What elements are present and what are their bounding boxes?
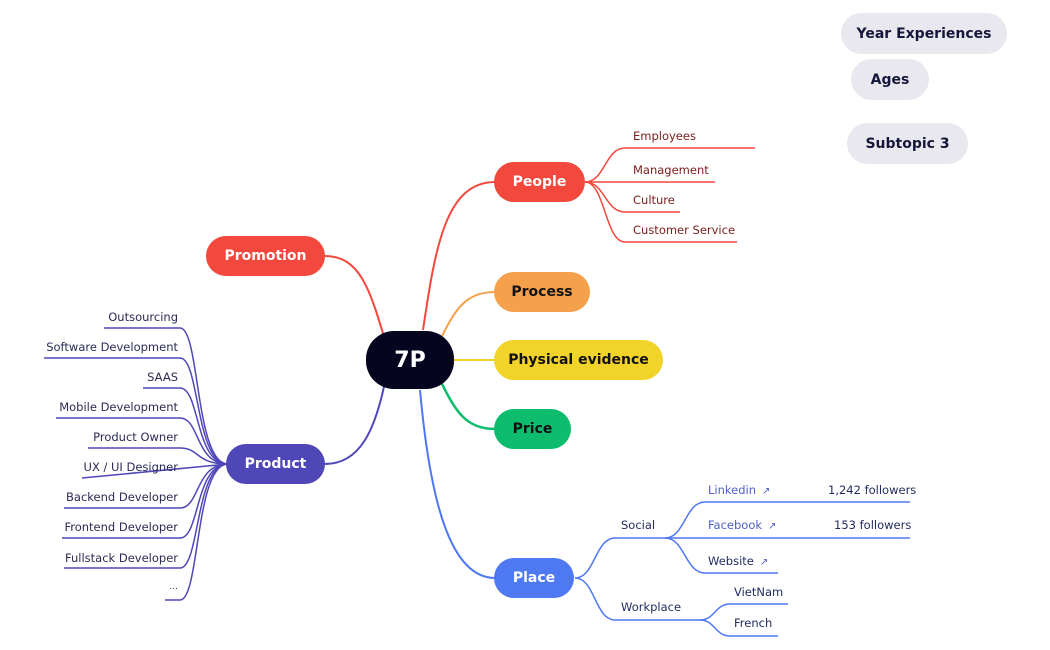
- people-item[interactable]: Employees: [633, 129, 696, 143]
- product-item[interactable]: Product Owner: [93, 430, 178, 444]
- branch-physical-label: Physical evidence: [508, 352, 649, 368]
- external-link-icon[interactable]: ↗︎: [762, 486, 771, 497]
- branch-product-label: Product: [244, 456, 307, 472]
- product-item[interactable]: SAAS: [147, 370, 178, 384]
- social-linkedin[interactable]: Linkedin ↗︎: [708, 483, 770, 497]
- linkedin-followers: 1,242 followers: [828, 483, 917, 497]
- linkedin-label: Linkedin: [708, 483, 756, 497]
- branch-place-label: Place: [512, 570, 556, 586]
- connector-people: [422, 181, 496, 331]
- workplace-vietnam[interactable]: VietNam: [734, 585, 784, 599]
- central-topic-label: 7P: [394, 347, 426, 373]
- product-item[interactable]: Backend Developer: [66, 490, 178, 504]
- connector-product: [324, 381, 386, 465]
- place-subconnectors: [574, 501, 910, 637]
- connector-place: [419, 389, 496, 579]
- branch-price-label: Price: [512, 421, 553, 437]
- external-link-icon[interactable]: ↗︎: [768, 521, 777, 532]
- floating-topic-subtopic-3[interactable]: Subtopic 3: [847, 123, 968, 164]
- central-topic[interactable]: 7P: [366, 331, 454, 389]
- branch-price[interactable]: Price: [494, 409, 571, 449]
- website-label: Website: [708, 554, 754, 568]
- branch-physical-evidence[interactable]: Physical evidence: [494, 340, 663, 380]
- branch-people-label: People: [512, 174, 567, 190]
- product-item[interactable]: Fullstack Developer: [65, 551, 178, 565]
- external-link-icon[interactable]: ↗︎: [759, 557, 769, 568]
- place-social[interactable]: Social: [621, 518, 656, 532]
- branch-process-label: Process: [511, 284, 573, 300]
- product-item[interactable]: UX / UI Designer: [83, 460, 178, 474]
- people-item[interactable]: Customer Service: [633, 223, 736, 237]
- facebook-followers: 153 followers: [834, 518, 912, 532]
- branch-place[interactable]: Place: [494, 558, 574, 598]
- workplace-french[interactable]: French: [734, 616, 773, 630]
- product-subconnectors: [44, 327, 229, 601]
- branch-people[interactable]: People: [494, 162, 585, 202]
- branch-promotion[interactable]: Promotion: [206, 236, 325, 276]
- facebook-label: Facebook: [708, 518, 763, 532]
- people-item[interactable]: Management: [633, 163, 709, 177]
- branch-promotion-label: Promotion: [224, 248, 307, 264]
- people-item[interactable]: Culture: [633, 193, 675, 207]
- branch-product[interactable]: Product: [226, 444, 325, 484]
- floating-topic-ages[interactable]: Ages: [851, 59, 929, 100]
- social-facebook[interactable]: Facebook ↗︎: [708, 518, 776, 532]
- floating-topic-year-experiences[interactable]: Year Experiences: [841, 13, 1007, 54]
- branch-process[interactable]: Process: [494, 272, 590, 312]
- product-item[interactable]: Software Development: [46, 340, 178, 354]
- connector-promotion: [324, 255, 386, 341]
- connector-price: [438, 379, 496, 431]
- product-item[interactable]: Frontend Developer: [64, 520, 178, 534]
- connector-process: [439, 291, 496, 341]
- product-item[interactable]: Mobile Development: [59, 400, 178, 414]
- people-subconnectors: [584, 147, 755, 243]
- social-website[interactable]: Website ↗︎: [708, 554, 768, 568]
- product-item-more[interactable]: ...: [169, 582, 178, 592]
- product-item[interactable]: Outsourcing: [108, 310, 178, 324]
- place-workplace[interactable]: Workplace: [621, 600, 682, 614]
